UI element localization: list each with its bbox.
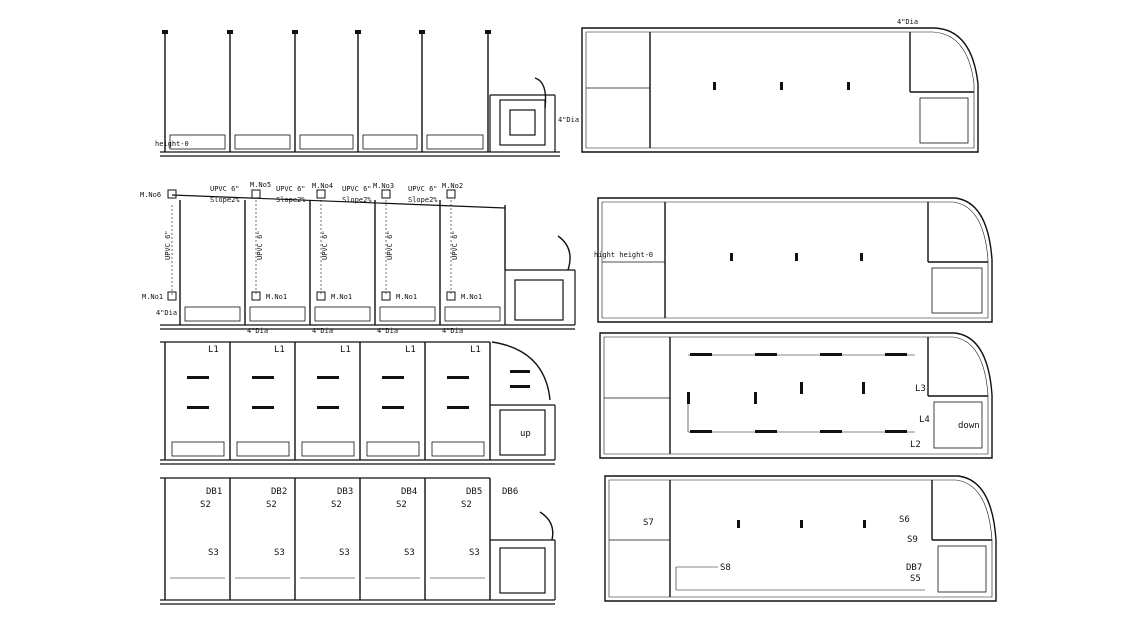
plan-right-3-lighting: L3 L4 L2 down bbox=[599, 332, 993, 459]
plan-right-1: 4"Dia 4"Dia bbox=[558, 18, 979, 153]
distribution-board-label: DB1 bbox=[206, 487, 222, 497]
slope-label: Slope2% bbox=[210, 196, 240, 204]
switch-label: S8 bbox=[720, 563, 731, 573]
manhole-label: M.No5 bbox=[250, 181, 271, 189]
switch-label: S3 bbox=[469, 548, 480, 558]
switch-label: S3 bbox=[208, 548, 219, 558]
manhole-label: M.No3 bbox=[373, 182, 394, 190]
manhole-label: M.No1 bbox=[461, 293, 482, 301]
distribution-board-label: DB5 bbox=[466, 487, 482, 497]
height-note: height-0 bbox=[155, 140, 189, 148]
dia-label: 4"Dia bbox=[312, 327, 333, 335]
stair-label: down bbox=[958, 421, 980, 431]
light-label: L4 bbox=[919, 415, 930, 425]
height-note: hight height-0 bbox=[594, 251, 653, 259]
light-label: L1 bbox=[208, 345, 219, 355]
dia-label: 4"Dia bbox=[897, 18, 918, 26]
light-label: L1 bbox=[470, 345, 481, 355]
switch-label: S7 bbox=[643, 518, 654, 528]
manhole-label: M.No1 bbox=[331, 293, 352, 301]
manhole-label: M.No6 bbox=[140, 191, 161, 199]
switch-label: S3 bbox=[274, 548, 285, 558]
plan-right-4-power: S7 S6 S9 S8 DB7 S5 bbox=[604, 475, 997, 602]
vertical-pipe-label: UPVC 6" bbox=[256, 230, 264, 260]
manhole-label: M.No2 bbox=[442, 182, 463, 190]
distribution-board-label: DB3 bbox=[337, 487, 353, 497]
pipe-label: UPVC 6" bbox=[408, 185, 438, 193]
plan-left-row2-drainage: M.No6 M.No5 M.No4 M.No3 M.No2 UPVC 6" UP… bbox=[140, 181, 576, 335]
switch-label: S2 bbox=[266, 500, 277, 510]
switch-label: S2 bbox=[396, 500, 407, 510]
stair-label: up bbox=[520, 429, 531, 439]
switch-label: S6 bbox=[899, 515, 910, 525]
vertical-pipe-label: UPVC 6" bbox=[164, 230, 172, 260]
dia-label: 4"Dia bbox=[247, 327, 268, 335]
distribution-board-label: DB2 bbox=[271, 487, 287, 497]
plan-left-row3-lighting: L1 L1 L1 L1 L1 up bbox=[160, 341, 556, 465]
vertical-pipe-label: UPVC 6" bbox=[451, 230, 459, 260]
switch-label: S9 bbox=[907, 535, 918, 545]
vertical-pipe-label: UPVC 6" bbox=[321, 230, 329, 260]
manhole-label: M.No1 bbox=[142, 293, 163, 301]
plan-left-row4-power: DB1 DB2 DB3 DB4 DB5 DB6 S2 S2 S2 S2 S2 S… bbox=[160, 477, 556, 605]
plan-left-row1: height-0 bbox=[155, 30, 560, 157]
light-label: L1 bbox=[340, 345, 351, 355]
manhole-label: M.No4 bbox=[312, 182, 333, 190]
light-label: L3 bbox=[915, 384, 926, 394]
pipe-label: UPVC 6" bbox=[210, 185, 240, 193]
vertical-pipe-label: UPVC 6" bbox=[386, 230, 394, 260]
light-label: L1 bbox=[274, 345, 285, 355]
slope-label: Slope2% bbox=[276, 196, 306, 204]
distribution-board-label: DB6 bbox=[502, 487, 518, 497]
switch-label: S3 bbox=[339, 548, 350, 558]
plan-right-2: hight height-0 bbox=[594, 197, 993, 323]
dia-label: 4"Dia bbox=[377, 327, 398, 335]
distribution-board-label: DB4 bbox=[401, 487, 417, 497]
light-label: L2 bbox=[910, 440, 921, 450]
slope-label: Slope2% bbox=[342, 196, 372, 204]
switch-label: S2 bbox=[200, 500, 211, 510]
dia-label: 4"Dia bbox=[558, 116, 579, 124]
pipe-label: UPVC 6" bbox=[342, 185, 372, 193]
dia-label: 4"Dia bbox=[156, 309, 177, 317]
switch-label: S2 bbox=[331, 500, 342, 510]
switch-label: S2 bbox=[461, 500, 472, 510]
switch-label: S5 bbox=[910, 574, 921, 584]
dia-label: 4"Dia bbox=[442, 327, 463, 335]
manhole-label: M.No1 bbox=[266, 293, 287, 301]
pipe-label: UPVC 6" bbox=[276, 185, 306, 193]
manhole-label: M.No1 bbox=[396, 293, 417, 301]
light-label: L1 bbox=[405, 345, 416, 355]
slope-label: Slope2% bbox=[408, 196, 438, 204]
switch-label: S3 bbox=[404, 548, 415, 558]
distribution-board-label: DB7 bbox=[906, 563, 922, 573]
